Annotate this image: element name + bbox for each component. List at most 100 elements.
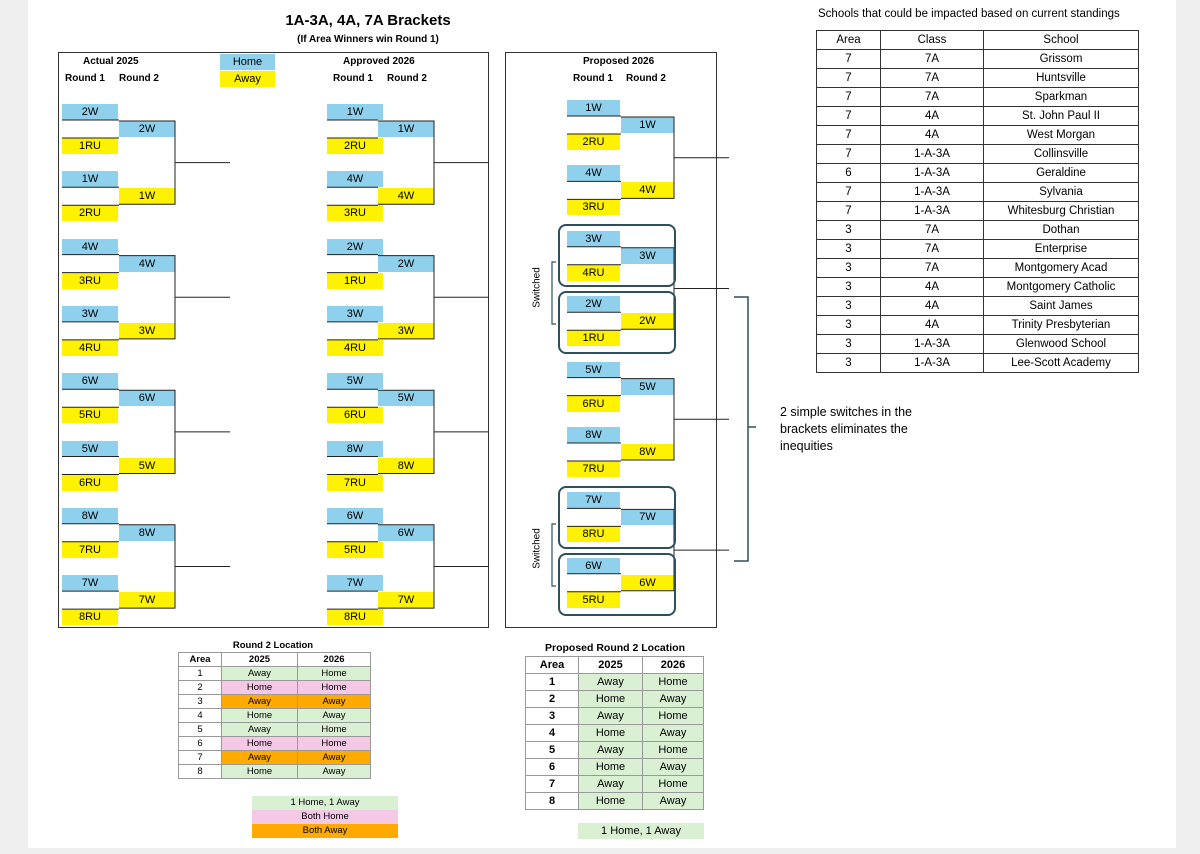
area-cell: 8 [525, 792, 579, 810]
round1-home-team: 4W [327, 171, 383, 188]
round1-away-team: 4RU [567, 264, 620, 281]
area-cell: 3 [816, 277, 881, 297]
area-cell: 3 [178, 694, 222, 709]
round1-away-team: 6RU [327, 407, 383, 424]
round2-team: 3W [378, 322, 434, 339]
area-cell: 3 [816, 258, 881, 278]
area-cell: 3 [816, 220, 881, 240]
round1-away-team: 8RU [62, 609, 118, 626]
y2025-cell: Away [578, 673, 643, 691]
round2-team: 7W [378, 592, 434, 609]
y2026-cell: Away [297, 708, 371, 723]
switched-highlight-box [558, 486, 676, 549]
y2025-cell: Away [221, 722, 298, 737]
round1-home-team: 3W [327, 305, 383, 322]
y2025-cell: Away [221, 666, 298, 681]
area-cell: 3 [816, 334, 881, 354]
round2-team: 1W [378, 121, 434, 137]
bracket-panel-left [58, 52, 489, 628]
switched-highlight-box [558, 224, 676, 287]
bracket-lines [62, 115, 729, 610]
school-cell: Grissom [983, 49, 1139, 69]
school-cell: Sylvania [983, 182, 1139, 202]
school-cell: St. John Paul II [983, 106, 1139, 126]
y2026-cell: Home [642, 707, 704, 725]
round1-home-team: 4W [62, 238, 118, 255]
round2-team: 8W [378, 457, 434, 474]
y2026-cell: Home [297, 666, 371, 681]
pr2-header-2025: 2025 [578, 656, 643, 674]
round1-away-team: 7RU [327, 474, 383, 491]
round1-home-team: 2W [62, 104, 118, 120]
round1-home-team: 3W [62, 305, 118, 322]
key-swatch: Both Away [252, 824, 398, 838]
round1-away-team: 8RU [567, 526, 620, 543]
round2-team: 2W [378, 255, 434, 272]
round1-home-team: 1W [327, 104, 383, 120]
switched-brackets [551, 261, 756, 587]
area-cell: 1 [525, 673, 579, 691]
round1-home-team: 5W [567, 361, 620, 378]
school-cell: West Morgan [983, 125, 1139, 145]
round1-home-team: 4W [567, 165, 620, 182]
round1-home-team: 6W [327, 507, 383, 524]
round1-home-team: 8W [567, 427, 620, 443]
legend-home: Home [220, 54, 275, 70]
school-cell: Glenwood School [983, 334, 1139, 354]
class-cell: 7A [880, 87, 984, 107]
y2026-cell: Home [642, 775, 704, 793]
area-cell: 3 [816, 353, 881, 373]
y2025-cell: Away [578, 741, 643, 759]
round1-away-team: 1RU [567, 330, 620, 347]
y2026-cell: Home [297, 736, 371, 751]
annotation-text: 2 simple switches in the brackets elimin… [780, 405, 913, 453]
round1-away-team: 3RU [327, 205, 383, 222]
round1-away-team: 4RU [62, 339, 118, 356]
legend-away: Away [220, 71, 275, 87]
actual-2025-heading: Actual 2025 [83, 56, 139, 67]
standings-header-school: School [983, 30, 1139, 50]
school-cell: Enterprise [983, 239, 1139, 259]
proposed-round2-key: 1 Home, 1 Away [578, 823, 704, 839]
school-cell: Huntsville [983, 68, 1139, 88]
class-cell: 1-A-3A [880, 353, 984, 373]
class-cell: 1-A-3A [880, 163, 984, 183]
proposed-round2-location-title: Proposed Round 2 Location [544, 642, 685, 654]
area-cell: 7 [816, 125, 881, 145]
actual-round2-label: Round 2 [119, 73, 159, 84]
area-cell: 5 [178, 722, 222, 737]
y2025-cell: Away [578, 707, 643, 725]
class-cell: 1-A-3A [880, 144, 984, 164]
round2-team: 1W [119, 188, 175, 205]
area-cell: 5 [525, 741, 579, 759]
y2026-cell: Away [297, 764, 371, 779]
round1-away-team: 5RU [567, 591, 620, 608]
round2-location-title: Round 2 Location [232, 640, 314, 651]
y2025-cell: Home [221, 764, 298, 779]
pr2-header-2026: 2026 [642, 656, 704, 674]
round2-team: 1W [621, 117, 674, 133]
round1-away-team: 3RU [567, 199, 620, 216]
switched-highlight-box [558, 291, 676, 354]
round1-home-team: 6W [62, 373, 118, 390]
area-cell: 3 [816, 315, 881, 335]
standings-caption: Schools that could be impacted based on … [818, 8, 1120, 20]
round2-team: 6W [119, 390, 175, 407]
r2-header-area: Area [178, 652, 222, 667]
round1-away-team: 1RU [327, 272, 383, 289]
class-cell: 7A [880, 220, 984, 240]
pr2-header-area: Area [525, 656, 579, 674]
round2-team: 5W [621, 378, 674, 395]
class-cell: 7A [880, 258, 984, 278]
